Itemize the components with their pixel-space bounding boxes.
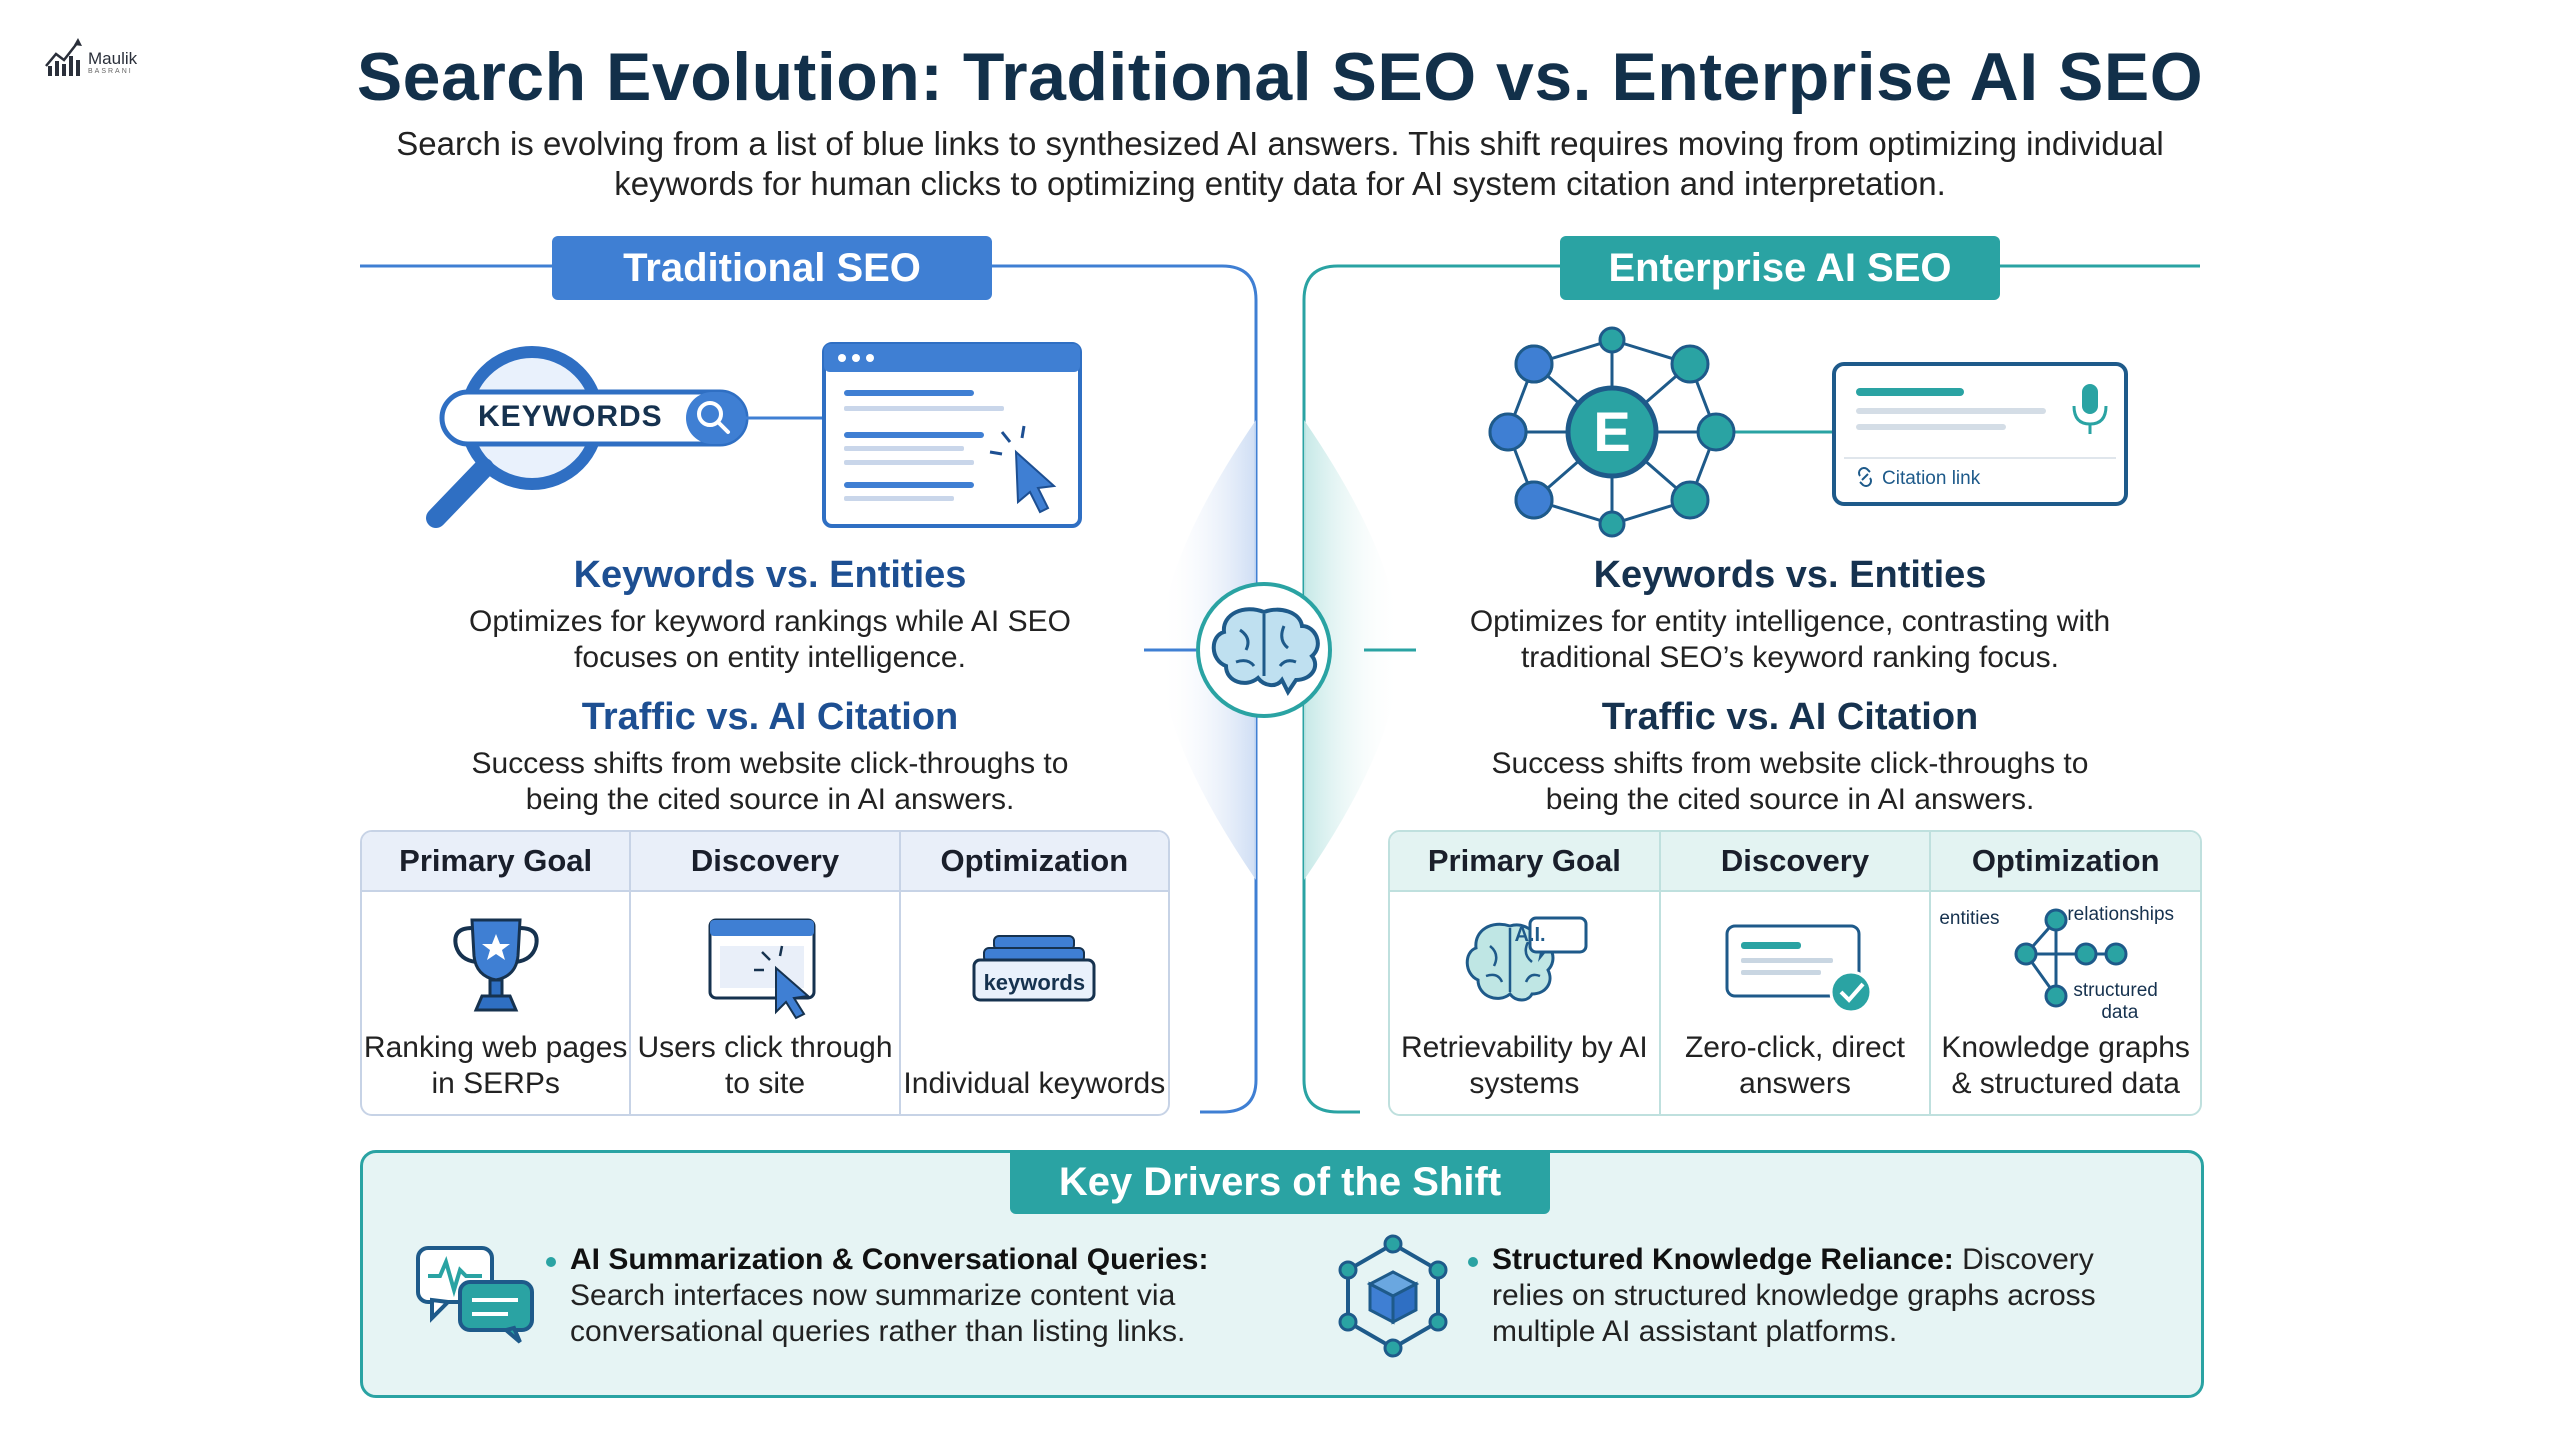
knowledge-graph-icon: [2014, 908, 2128, 1008]
logo-name: Maulik: [88, 49, 138, 68]
graph-label-relationships: relationships: [2067, 904, 2175, 925]
keywords-stack-label: keywords: [983, 970, 1086, 995]
trophy-icon: [453, 918, 539, 1012]
entity-hub-letter: E: [1593, 400, 1631, 463]
ent-keywords-text: Optimizes for entity intelligence, contr…: [1469, 605, 2111, 674]
citation-link-label: Citation link: [1882, 468, 1981, 489]
entity-graph-illustration: [1488, 326, 2128, 538]
driver-title: AI Summarization & Conversational Querie…: [570, 1243, 1209, 1276]
ent-col-optimization: Optimization: [1971, 843, 2160, 878]
graph-label-entities: entities: [1939, 908, 2000, 929]
driver-title: Structured Knowledge Reliance:: [1492, 1243, 1954, 1276]
ent-traffic-text: Success shifts from website click-throug…: [1491, 747, 2089, 816]
enterprise-ai-seo-header: Enterprise AI SEO: [1560, 236, 2000, 300]
ent-cell-optimization-text: Knowledge graphs & structured data: [1941, 1031, 2190, 1100]
ent-cell-primary-goal: A.I. Retrievability by AI systems: [1390, 892, 1661, 1114]
page-subtitle: Search is evolving from a list of blue l…: [396, 125, 2164, 202]
trad-cell-optimization-text: Individual keywords: [903, 1067, 1166, 1100]
ent-cell-optimization: entities relationships structured data K…: [1931, 892, 2200, 1114]
driver-item-ai-summarization: AI Summarization & Conversational Querie…: [570, 1242, 1310, 1350]
trad-cell-discovery: Users click through to site: [631, 892, 901, 1114]
page-title: Search Evolution: Traditional SEO vs. En…: [356, 39, 2204, 115]
graph-label-data: data: [2101, 1002, 2139, 1023]
ent-keywords-heading: Keywords vs. Entities: [1593, 554, 1987, 596]
ent-cell-discovery-text: Zero-click, direct answers: [1684, 1031, 1906, 1100]
trad-keywords-heading: Keywords vs. Entities: [573, 554, 967, 596]
driver-bullet: [546, 1257, 556, 1267]
trad-cell-primary-goal-text: Ranking web pages in SERPs: [363, 1031, 628, 1100]
traditional-seo-header: Traditional SEO: [552, 236, 992, 300]
trad-traffic-heading: Traffic vs. AI Citation: [581, 696, 959, 738]
ai-brain-icon: [1466, 916, 1588, 1002]
enterprise-comparison-table: Primary Goal Discovery Optimization A.I.…: [1388, 830, 2202, 1116]
logo-subname: BASRANI: [88, 68, 133, 75]
trad-col-optimization: Optimization: [940, 843, 1129, 878]
graph-label-structured: structured: [2073, 980, 2158, 1001]
trad-traffic-text: Success shifts from website click-throug…: [471, 747, 1069, 816]
driver-item-structured-knowledge: Structured Knowledge Reliance: Discovery…: [1492, 1242, 2152, 1350]
answer-check-icon: [1725, 924, 1873, 1014]
keywords-search-label: KEYWORDS: [478, 400, 663, 433]
keyword-stack-icon: [972, 935, 1096, 1002]
driver-text: Search interfaces now summarize content …: [570, 1279, 1186, 1348]
ent-col-discovery: Discovery: [1661, 832, 1932, 890]
keyword-search-illustration: [426, 342, 1082, 528]
trad-col-discovery: Discovery: [631, 832, 901, 890]
trad-cell-primary-goal: Ranking web pages in SERPs: [362, 892, 632, 1114]
trad-keywords-text: Optimizes for keyword rankings while AI …: [469, 605, 1071, 674]
ent-traffic-heading: Traffic vs. AI Citation: [1601, 696, 1979, 738]
logo-chart-icon: [45, 38, 82, 76]
driver-text: Discovery relies on structured knowledge…: [1492, 1243, 2096, 1348]
ent-col-primary-goal: Primary Goal: [1390, 832, 1661, 890]
trad-cell-optimization: keywords Individual keywords: [901, 892, 1168, 1114]
traditional-comparison-table: Primary Goal Discovery Optimization Rank…: [360, 830, 1170, 1116]
ent-cell-primary-goal-text: Retrievability by AI systems: [1400, 1031, 1648, 1100]
trad-cell-discovery-text: Users click through to site: [637, 1031, 893, 1100]
structured-cube-icon: [1338, 1234, 1448, 1358]
ent-cell-discovery: Zero-click, direct answers: [1661, 892, 1932, 1114]
key-drivers-header: Key Drivers of the Shift: [1010, 1150, 1550, 1214]
brain-icon: [1196, 582, 1332, 718]
ai-badge-label: A.I.: [1514, 924, 1546, 946]
trad-col-primary-goal: Primary Goal: [362, 832, 632, 890]
browser-click-icon: [708, 918, 816, 1020]
chat-bubbles-icon: [416, 1246, 534, 1344]
driver-bullet: [1468, 1257, 1478, 1267]
